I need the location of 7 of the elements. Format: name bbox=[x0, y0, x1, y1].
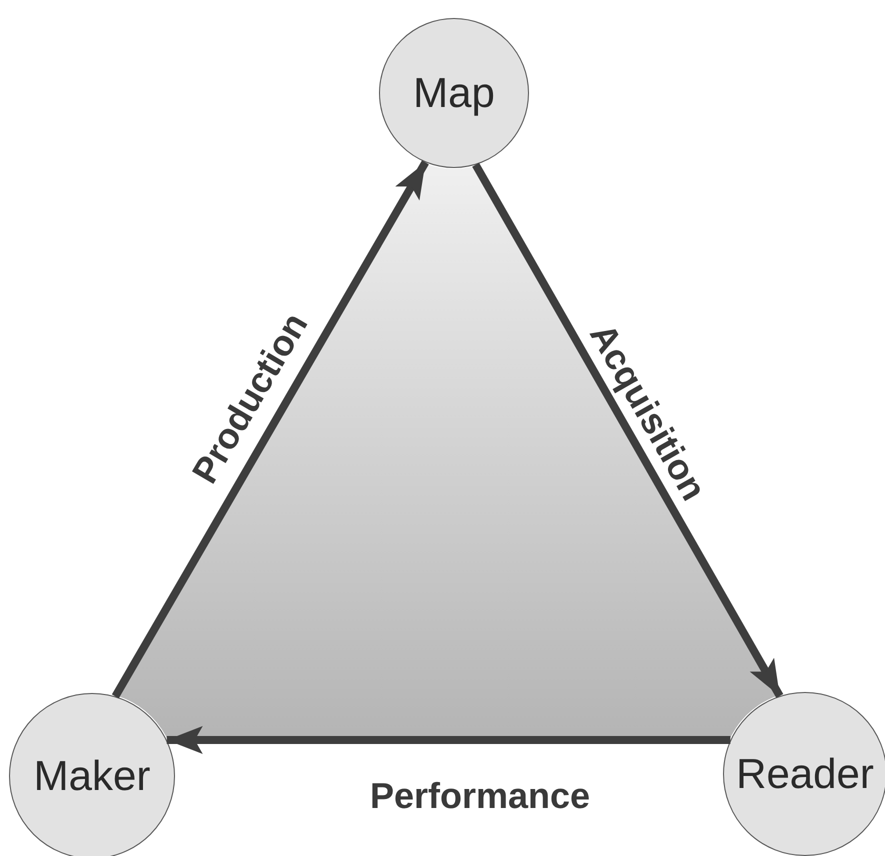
arrow bbox=[166, 726, 730, 754]
arrow bbox=[112, 160, 429, 698]
node-label: Reader bbox=[736, 750, 874, 798]
node-label: Maker bbox=[34, 752, 150, 800]
arrow bbox=[472, 162, 784, 698]
node-label: Map bbox=[413, 69, 495, 117]
edge-label: Performance bbox=[370, 778, 590, 814]
